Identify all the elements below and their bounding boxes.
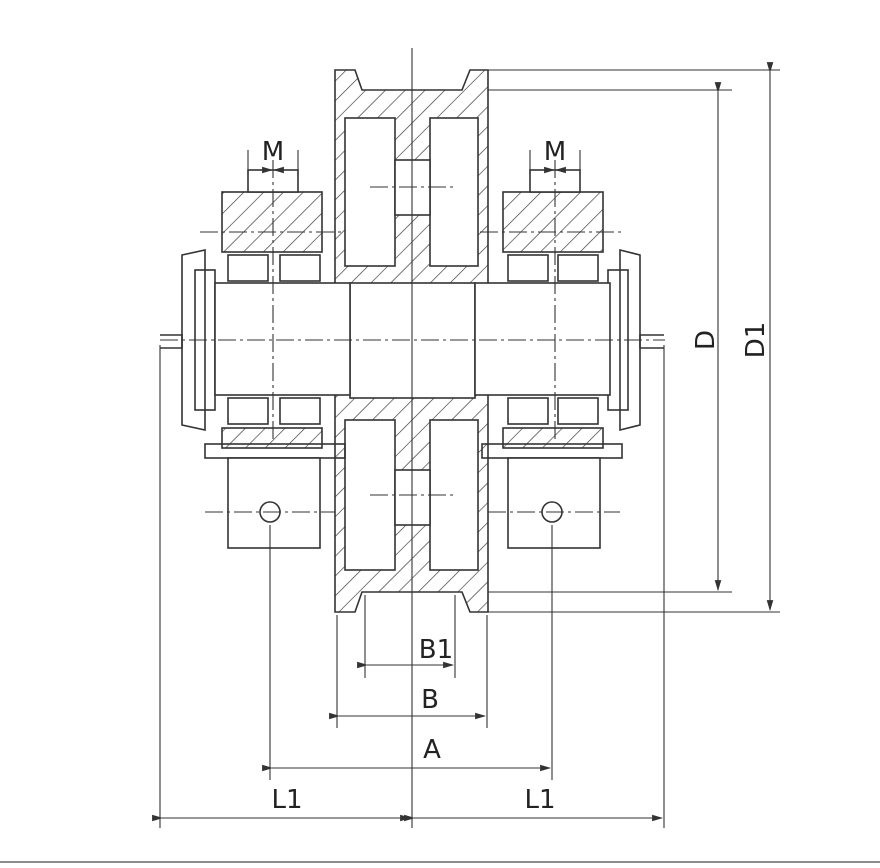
label-l1-right: L1 [524,785,555,815]
label-l1-left: L1 [271,785,302,815]
label-d: D [691,330,721,350]
label-b: B [421,685,439,715]
label-m-left: M [262,137,284,167]
label-m-right: M [544,137,566,167]
label-a: A [423,735,441,765]
left-bearing-housing [160,169,351,549]
right-bearing-housing [474,169,664,549]
dimensions [152,62,780,828]
label-d1: D1 [741,322,771,359]
centerlines [160,48,665,828]
label-b1: B1 [419,635,453,665]
